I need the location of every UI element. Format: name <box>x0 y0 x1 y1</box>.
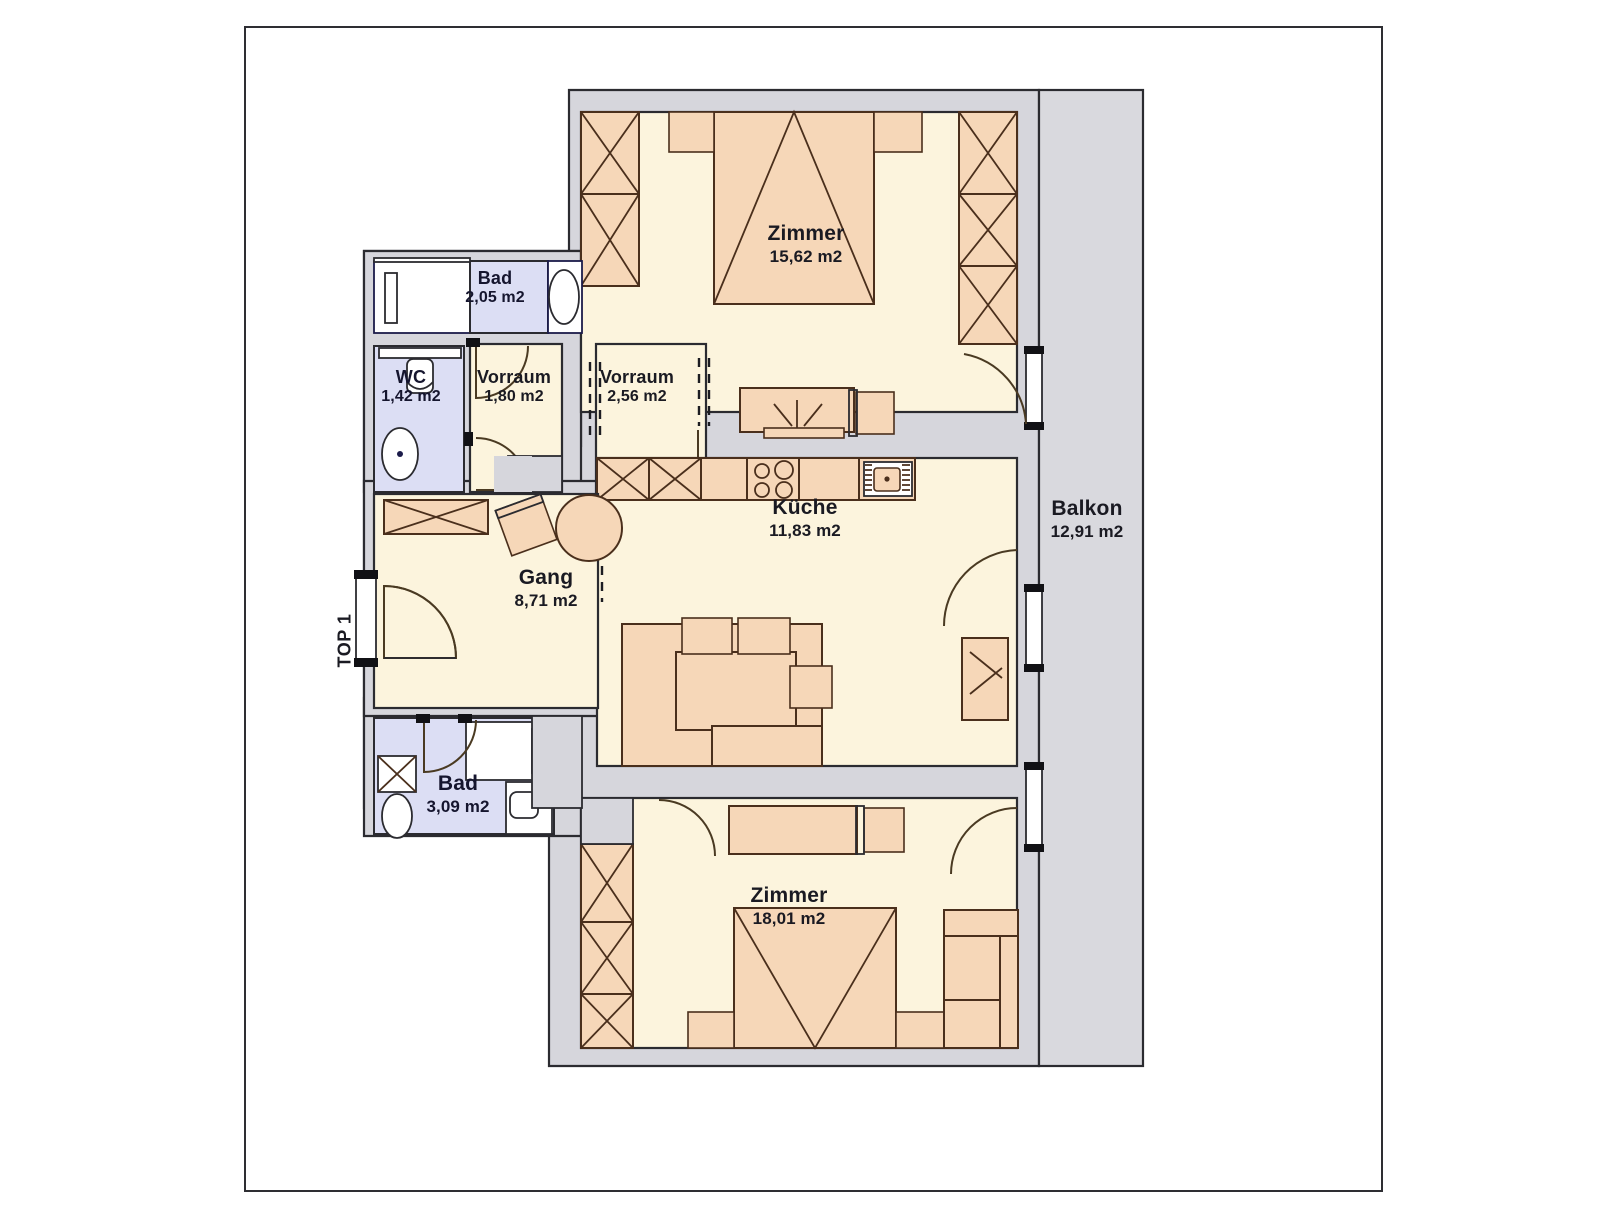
unit-tag-label: TOP 1 <box>334 613 355 667</box>
room-gang <box>354 492 623 710</box>
room-bad-bottom <box>373 714 555 839</box>
room-bad-top <box>373 260 583 334</box>
balcony-slab <box>1037 88 1145 1068</box>
room-zimmer-top <box>579 109 1019 439</box>
room-kueche <box>590 456 1019 768</box>
unit-tag: TOP 1 <box>332 592 358 688</box>
room-zimmer-bottom <box>579 796 1019 1050</box>
room-wc <box>373 345 465 493</box>
balcony-openings <box>963 346 1044 852</box>
floor-plan-drawing: .wall { fill:#d6d6dc; stroke:#2b2b30; st… <box>354 88 1145 1068</box>
shafts-and-closets <box>494 456 583 809</box>
